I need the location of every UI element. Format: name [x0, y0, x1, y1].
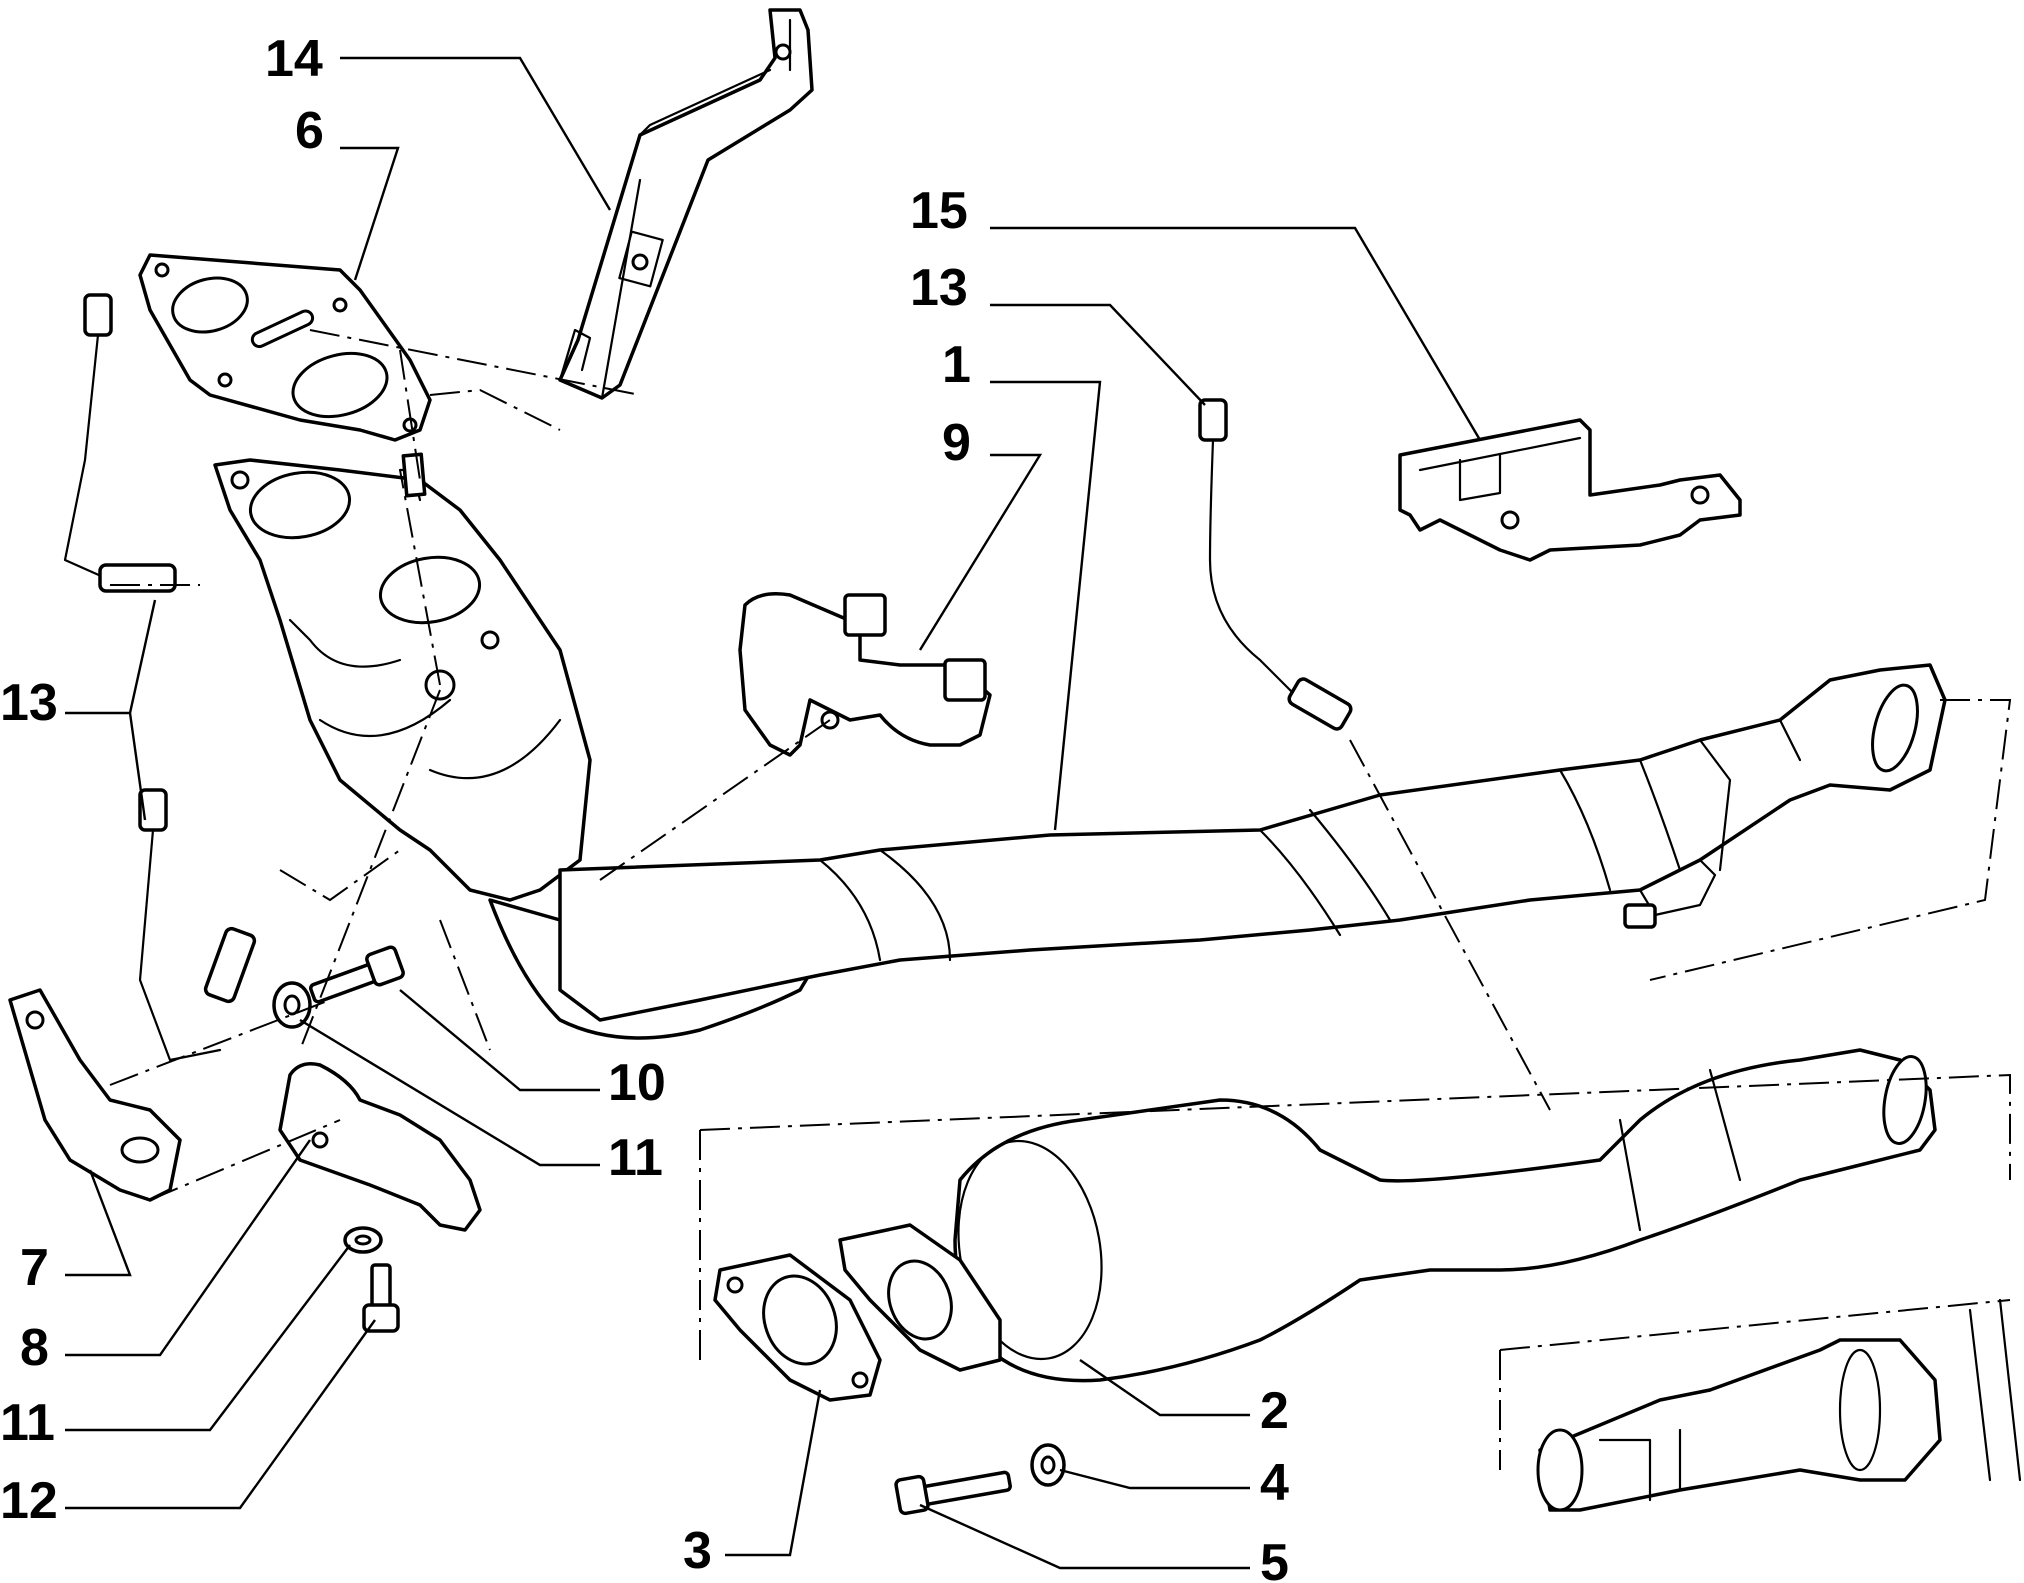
callout-6: 6: [295, 102, 324, 160]
callout-2: 2: [1260, 1382, 1289, 1440]
part-14-bracket: [558, 8, 814, 400]
part-10-bolt: [309, 945, 405, 1004]
part-12-bolt: [362, 1263, 400, 1333]
leader-lines: [65, 56, 1482, 1570]
callout-labels: 14 6 15 13 1 9 13 10 11 7 8 11 12 2 4 3 …: [0, 30, 1289, 1583]
callout-7: 7: [20, 1239, 49, 1297]
part-11-washer-lower: [343, 1226, 383, 1254]
callout-4: 4: [1260, 1454, 1289, 1512]
callout-14: 14: [265, 30, 323, 88]
part-1-exhaust-pipe: [558, 663, 1947, 1022]
callout-12: 12: [0, 1472, 58, 1530]
front-flange: [838, 1223, 1002, 1372]
callout-8: 8: [20, 1319, 49, 1377]
assembly-centerlines: [109, 329, 2012, 1360]
part-3-gasket: [713, 1253, 882, 1402]
callout-10: 10: [608, 1054, 666, 1112]
part-13-oxygen-sensor-upper: [1198, 398, 1353, 731]
callout-11-lower: 11: [0, 1394, 55, 1452]
inset-sleeve-joint: [1499, 1298, 2022, 1512]
part-11-washer-upper: [272, 981, 312, 1029]
part-6-gasket: [138, 253, 432, 442]
part-2-catalytic-converter: [953, 1048, 1937, 1383]
callout-1: 1: [942, 336, 971, 394]
part-13-oxygen-sensor-left-lower: [138, 788, 257, 1062]
callout-5: 5: [1260, 1534, 1289, 1583]
exhaust-manifold-catalyst: [213, 452, 832, 1040]
callout-13-upper: 13: [910, 259, 968, 317]
callout-11-upper: 11: [608, 1129, 663, 1187]
callout-3: 3: [683, 1522, 712, 1580]
part-4-nut: [1030, 1443, 1066, 1487]
callout-13-left: 13: [0, 674, 58, 732]
part-15-heat-shield: [1398, 418, 1742, 562]
callout-15: 15: [910, 182, 968, 240]
part-13-oxygen-sensor-left-upper: [63, 293, 177, 593]
callout-9: 9: [942, 414, 971, 472]
part-7-bracket: [8, 988, 182, 1202]
part-8-clamp: [278, 1062, 482, 1232]
part-5-bolt: [894, 1470, 1012, 1516]
part-9-clamp: [738, 592, 992, 757]
